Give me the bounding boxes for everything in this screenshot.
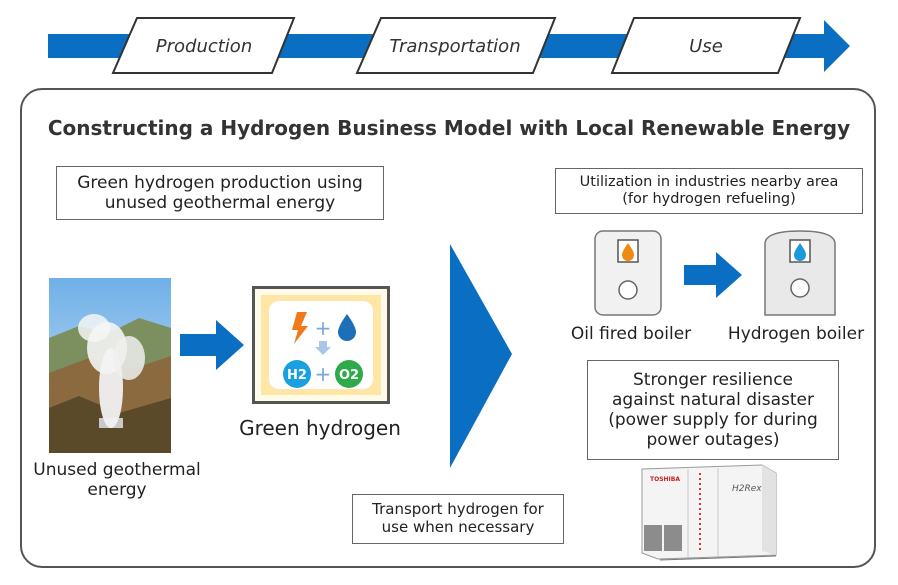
geothermal-caption-line-2: energy [87,480,147,501]
oil-boiler-illustration [594,230,662,316]
geothermal-caption-line-1: Unused geothermal [33,460,201,480]
stage-transportation-label: Transportation [389,36,521,57]
lightning-icon [292,312,308,344]
resilience-line-4: power outages) [646,430,780,451]
resilience-line-3: (power supply for during [608,410,818,430]
stage-use-parallelogram [610,17,802,74]
production-box-line-1: Green hydrogen production using [77,172,363,193]
green-hydrogen-label: Green hydrogen [239,416,401,440]
geothermal-photo [49,278,171,453]
water-drop-icon [338,314,356,341]
main-panel [20,88,876,568]
flame-icon [622,243,634,261]
fuel-cell-brand: TOSHIBA [650,476,680,483]
hydrogen-boiler-illustration [764,230,836,316]
utilization-box: Utilization in industries nearby area (f… [555,168,863,214]
svg-text:+: + [315,316,332,340]
transport-box-line-2: use when necessary [381,518,535,536]
h2-icon [283,360,311,388]
fuel-cell-product: H2Rex [732,484,762,494]
oil-boiler-label: Oil fired boiler [570,324,692,344]
production-box: Green hydrogen production using unused g… [56,166,384,220]
o2-icon [335,360,363,388]
flow-band [48,17,850,74]
resilience-box: Stronger resilience against natural disa… [587,360,839,460]
stage-transportation-parallelogram [355,17,557,74]
hydrogen-drop-icon [794,243,806,261]
diagram-title: Constructing a Hydrogen Business Model w… [47,116,851,140]
hydrogen-boiler-label: Hydrogen boiler [727,324,865,344]
arrow-to-hydrogen [180,320,244,370]
boiler-upgrade-arrow [684,252,742,298]
svg-text:+: + [315,362,332,386]
transport-arrow [450,244,512,468]
resilience-line-1: Stronger resilience [632,369,794,390]
o2-label: O2 [339,368,359,383]
utilization-box-line-2: (for hydrogen refueling) [622,191,796,207]
transport-box-line-1: Transport hydrogen for [372,500,544,519]
stage-use-label: Use [689,36,723,57]
green-hydrogen-icon: + H2 + O2 [252,286,390,404]
utilization-box-line-1: Utilization in industries nearby area [579,173,839,190]
h2-label: H2 [287,368,307,383]
resilience-line-2: against natural disaster [612,389,814,410]
fuel-cell-unit-illustration: TOSHIBA H2Rex [641,464,777,561]
stage-production-label: Production [155,36,253,57]
transport-box: Transport hydrogen for use when necessar… [352,494,564,544]
stage-production-parallelogram [111,17,296,74]
geothermal-caption: Unused geothermal energy [22,460,212,501]
production-box-line-2: unused geothermal energy [104,193,336,213]
